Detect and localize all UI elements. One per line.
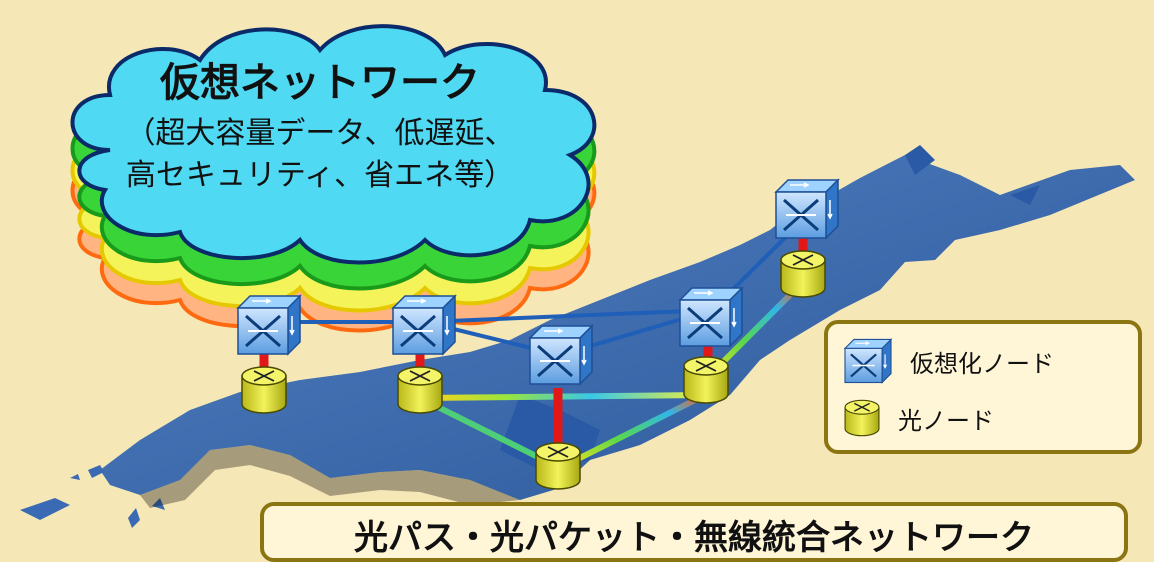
virtual-node-icon xyxy=(236,294,302,356)
network-title: 光パス・光パケット・無線統合ネットワーク xyxy=(354,518,1034,558)
optical-node-icon xyxy=(397,366,443,414)
optical-node-icon xyxy=(844,399,880,437)
virtual-node-icon xyxy=(774,178,840,240)
legend-label-virtual-node: 仮想化ノード xyxy=(910,349,1054,378)
legend-row-virtual-node: 仮想化ノード xyxy=(836,338,1054,384)
virtual-node-icon xyxy=(678,286,744,348)
virtual-node-icon xyxy=(528,324,594,386)
diagram-stage: 仮想ネットワーク （超大容量データ、低遅延、 高セキュリティ、省エネ等） 仮想化… xyxy=(20,24,1142,562)
cloud-subtitle-line1: （超大容量データ、低遅延、 xyxy=(125,116,515,151)
legend-label-optical-node: 光ノード xyxy=(898,406,994,435)
legend-row-optical-node: 光ノード xyxy=(836,398,994,438)
cloud-subtitle-line2: 高セキュリティ、省エネ等） xyxy=(125,158,515,193)
cloud-title: 仮想ネットワーク xyxy=(160,60,480,106)
optical-node-icon xyxy=(241,366,287,414)
legend: 仮想化ノード 光ノード xyxy=(824,320,1142,454)
optical-node-icon xyxy=(535,442,581,490)
network-diagram xyxy=(20,24,1135,528)
network-title-box: 光パス・光パケット・無線統合ネットワーク xyxy=(260,502,1128,562)
virtual-node-icon xyxy=(391,294,457,356)
optical-node-icon xyxy=(683,356,729,404)
virtual-node-icon xyxy=(843,338,893,384)
optical-node-icon xyxy=(780,250,826,298)
